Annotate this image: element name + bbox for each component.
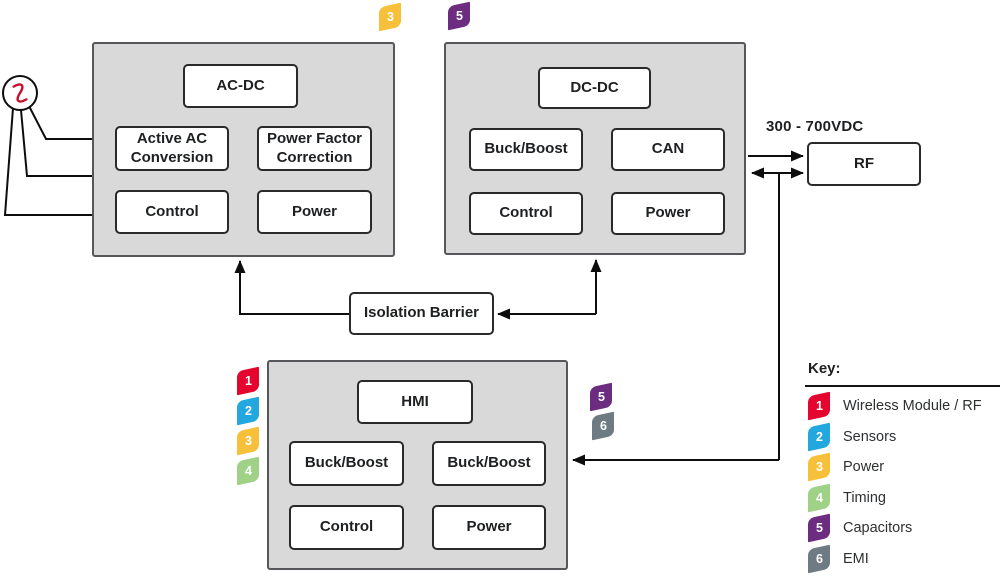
hmi-title: HMI <box>401 392 429 410</box>
acdc-title-box: AC-DC <box>183 64 298 108</box>
barrier-to-acdc-arrow <box>234 260 349 315</box>
key-badge-2: 2 <box>808 422 830 451</box>
key-badge-1: 1 <box>808 391 830 421</box>
key-divider <box>805 385 1000 387</box>
key-item-wireless-rf: 1 Wireless Module / RF <box>808 391 982 421</box>
hmi-cell-power: Power <box>432 505 546 550</box>
ac-wire-2 <box>20 109 92 177</box>
acdc-cell-power: Power <box>257 190 372 234</box>
key-badge-5: 5 <box>808 513 830 543</box>
key-item-sensors: 2 Sensors <box>808 422 982 451</box>
acdc-title: AC-DC <box>216 76 265 94</box>
dcdc-cell-power: Power <box>611 192 725 235</box>
key-badge-4: 4 <box>808 483 830 512</box>
dcdc-title-box: DC-DC <box>538 67 651 109</box>
dcdc-cell-control: Control <box>469 192 583 235</box>
ac-wire-3 <box>3 107 92 216</box>
key-title: Key: <box>808 360 841 377</box>
acdc-cell-control: Control <box>115 190 229 234</box>
isolation-barrier-box: Isolation Barrier <box>349 292 494 335</box>
isolation-barrier-label: Isolation Barrier <box>363 304 480 322</box>
voltage-label: 300 - 700VDC <box>766 118 864 135</box>
ac-wire-1 <box>28 105 92 140</box>
key-badge-3: 3 <box>808 452 830 482</box>
ac-source-icon <box>2 75 38 111</box>
hmi-title-box: HMI <box>357 380 473 424</box>
key-item-power: 3 Power <box>808 452 982 482</box>
dcdc-cell-buck-boost: Buck/Boost <box>469 128 583 171</box>
acdc-cell-active-ac-conversion: Active AC Conversion <box>115 126 229 171</box>
rf-label: RF <box>854 154 874 172</box>
key-item-timing: 4 Timing <box>808 483 982 512</box>
rf-box: RF <box>807 142 921 186</box>
hmi-block: HMI Buck/Boost Buck/Boost Control Power <box>267 360 568 570</box>
key-item-emi: 6 EMI <box>808 544 982 573</box>
acdc-block: AC-DC Active AC Conversion Power Factor … <box>92 42 395 257</box>
hmi-cell-buck-boost-1: Buck/Boost <box>289 441 404 486</box>
hmi-cell-control: Control <box>289 505 404 550</box>
hmi-cell-buck-boost-2: Buck/Boost <box>432 441 546 486</box>
key-item-capacitors: 5 Capacitors <box>808 513 982 543</box>
dcdc-title: DC-DC <box>570 78 619 96</box>
key-badge-6: 6 <box>808 544 830 573</box>
key-legend: 1 Wireless Module / RF 2 Sensors 3 Power… <box>808 391 982 577</box>
acdc-cell-power-factor-correction: Power Factor Correction <box>257 126 372 171</box>
dcdc-block: DC-DC Buck/Boost CAN Control Power <box>444 42 746 255</box>
dcdc-cell-can: CAN <box>611 128 725 171</box>
